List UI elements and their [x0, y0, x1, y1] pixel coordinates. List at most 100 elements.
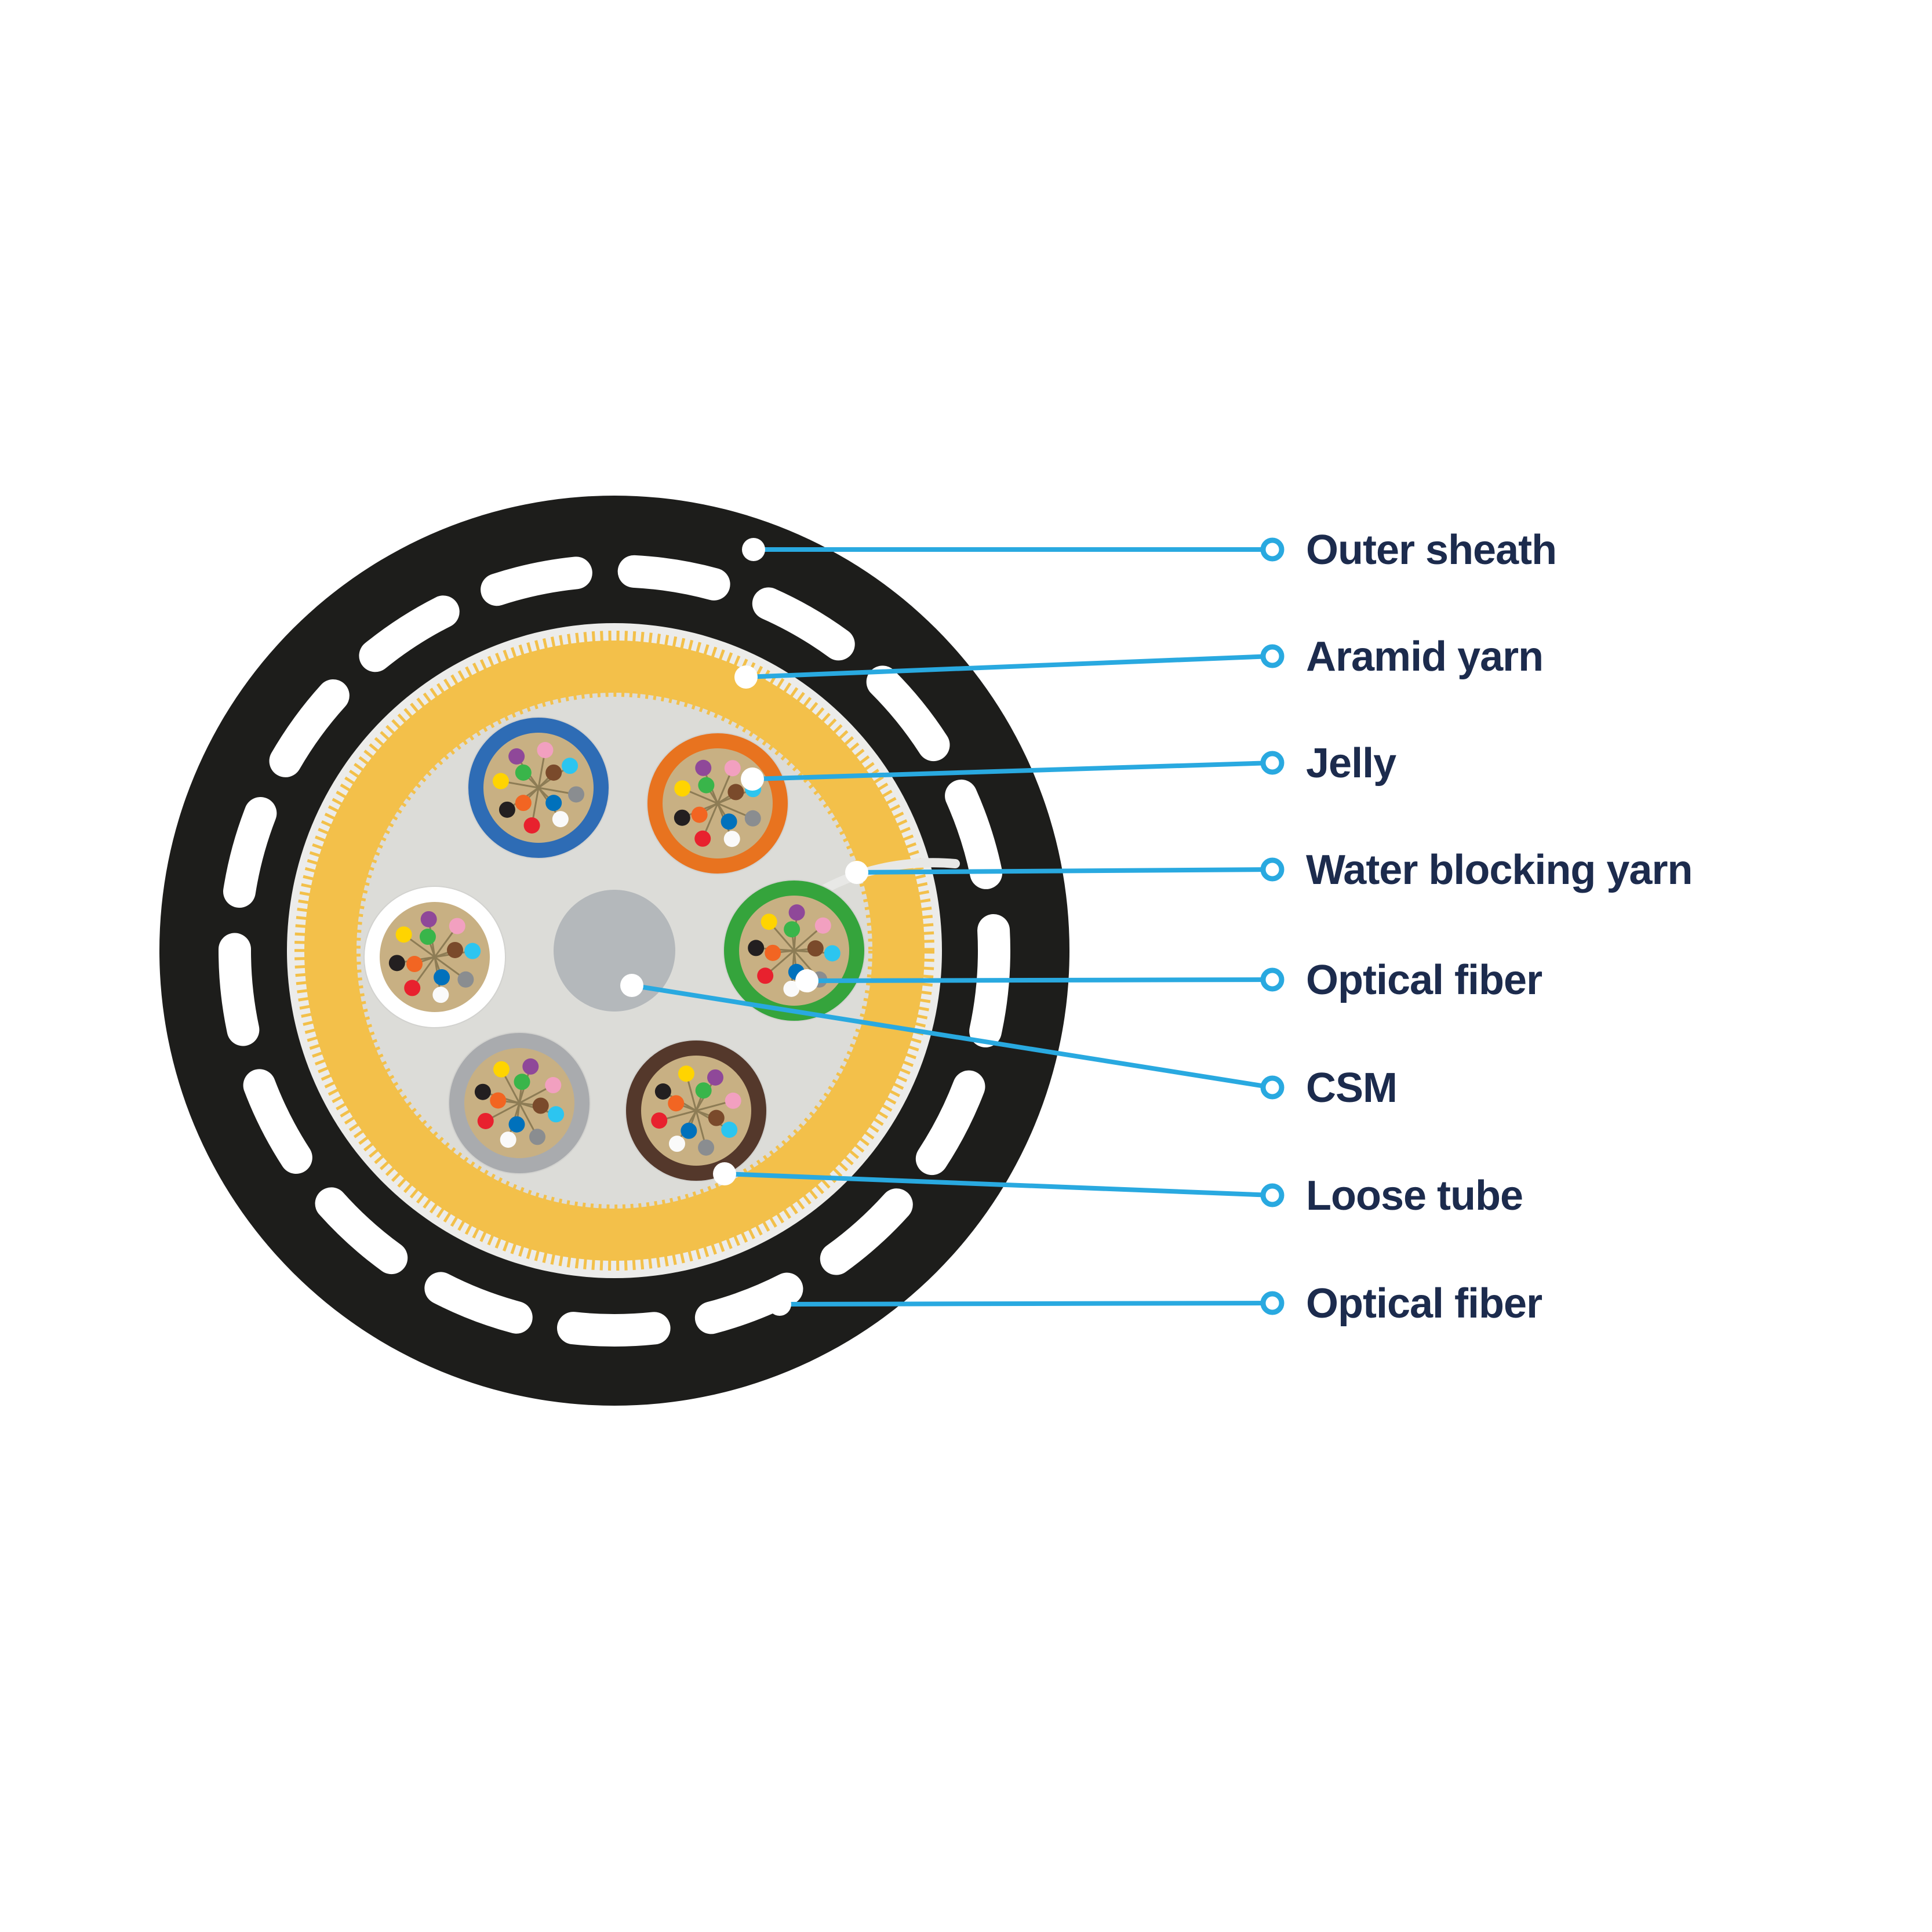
optical-fiber-dot [537, 742, 554, 759]
optical-fiber-dot [395, 926, 412, 943]
callout-0: Outer sheath [742, 527, 1557, 573]
callout-4: Optical fiber [795, 957, 1542, 1003]
optical-fiber-dot [552, 811, 569, 828]
loose-tube-slate [448, 1032, 591, 1174]
optical-fiber-dot [757, 967, 774, 984]
callout-label: Loose tube [1306, 1173, 1523, 1219]
aramid-fuzz-inner [348, 684, 881, 1217]
callout-label: Jelly [1306, 740, 1396, 787]
loose-tubes [363, 716, 865, 1182]
label-ring-marker [1260, 537, 1285, 562]
optical-fiber-dot [668, 1095, 685, 1112]
optical-fiber-dot [723, 831, 740, 847]
optical-fiber-dot [499, 801, 515, 818]
optical-fiber-dot [698, 777, 715, 794]
anchor-dot [845, 861, 868, 884]
optical-fiber-dot [508, 748, 525, 765]
optical-fiber-dot [707, 1069, 723, 1086]
optical-fiber-dot [508, 1116, 525, 1133]
optical-fiber-dot [765, 944, 781, 961]
label-ring-marker [1260, 1075, 1285, 1100]
optical-fiber-dot [419, 929, 436, 945]
optical-fiber-dot [388, 955, 405, 972]
optical-fiber-dot [681, 1122, 697, 1139]
anchor-dot [795, 969, 818, 992]
optical-fiber-dot [814, 917, 831, 934]
callout-label: Optical fiber [1306, 1280, 1542, 1327]
optical-fiber-dot [434, 969, 450, 985]
optical-fiber-dot [406, 956, 423, 973]
optical-fiber-dot [708, 1109, 725, 1126]
optical-fiber-dot [674, 780, 691, 797]
callout-2: Jelly [741, 740, 1397, 791]
optical-fiber-dot [529, 1129, 545, 1145]
optical-fiber-dot [420, 911, 437, 927]
label-ring-marker [1260, 751, 1285, 775]
optical-fiber-dot [727, 784, 744, 801]
optical-fiber-dot [669, 1136, 685, 1152]
label-ring-marker [1260, 644, 1285, 668]
optical-fiber-dot [493, 773, 510, 789]
label-ring-marker [1260, 1291, 1285, 1315]
label-ring-marker [1260, 1183, 1285, 1207]
loose-tube-orange [646, 732, 789, 875]
optical-fiber-dot [449, 918, 465, 934]
optical-fiber-dot [721, 813, 737, 830]
optical-fiber-dot [515, 795, 532, 812]
callout-label: Optical fiber [1306, 957, 1542, 1003]
optical-fiber-dot [678, 1065, 694, 1082]
optical-fiber-dot [457, 971, 474, 988]
leader-line [856, 867, 1273, 875]
optical-fiber-dot [691, 806, 708, 823]
leader-line [779, 1301, 1273, 1307]
csm-circle [554, 890, 675, 1012]
cable-cross-section [159, 496, 1069, 1406]
optical-fiber-dot [721, 1122, 738, 1138]
loose-tube-brown [625, 1039, 767, 1182]
leader-line [724, 1171, 1273, 1198]
leader-line [752, 761, 1273, 781]
leader-line [631, 983, 1273, 1090]
label-ring-marker [1260, 857, 1285, 882]
optical-fiber-dot [783, 980, 800, 997]
optical-fiber-dot [515, 764, 532, 781]
optical-fiber-dot [725, 1092, 741, 1109]
optical-fiber-dot [788, 904, 805, 921]
leader-line [806, 977, 1273, 983]
optical-fiber-dot [654, 1083, 671, 1100]
label-ring-marker [1260, 967, 1285, 992]
loose-tube-blue [467, 716, 610, 859]
optical-fiber-dot [522, 1058, 539, 1075]
optical-fiber-dot [761, 914, 777, 930]
callout-5: CSM [620, 974, 1398, 1111]
optical-fiber-dot [548, 1106, 565, 1123]
callout-label: Aramid yarn [1306, 634, 1543, 680]
anchor-dot [620, 974, 643, 997]
optical-fiber-dot [784, 921, 801, 938]
anchor-dot [742, 538, 765, 561]
callout-label: CSM [1306, 1065, 1397, 1111]
optical-fiber-dot [824, 945, 841, 962]
optical-fiber-dot [724, 760, 741, 777]
optical-fiber-dot [532, 1097, 549, 1114]
anchor-dot [734, 665, 758, 689]
optical-fiber-dot [698, 1139, 715, 1156]
optical-fiber-dot [523, 817, 540, 834]
optical-fiber-dot [744, 810, 761, 827]
optical-fiber-dot [404, 980, 421, 996]
loose-tube-green [723, 879, 865, 1022]
anchor-dot [713, 1162, 736, 1185]
leader-line [745, 654, 1273, 679]
anchor-dot [768, 1293, 791, 1316]
callout-6: Loose tube [713, 1162, 1523, 1219]
optical-fiber-dot [490, 1092, 507, 1109]
optical-fiber-dot [500, 1131, 516, 1148]
optical-fiber-dot [695, 759, 712, 776]
optical-fiber-dot [674, 809, 690, 826]
optical-fiber-dot [464, 943, 481, 959]
optical-fiber-dot [562, 758, 578, 774]
optical-fiber-dot [446, 941, 463, 958]
